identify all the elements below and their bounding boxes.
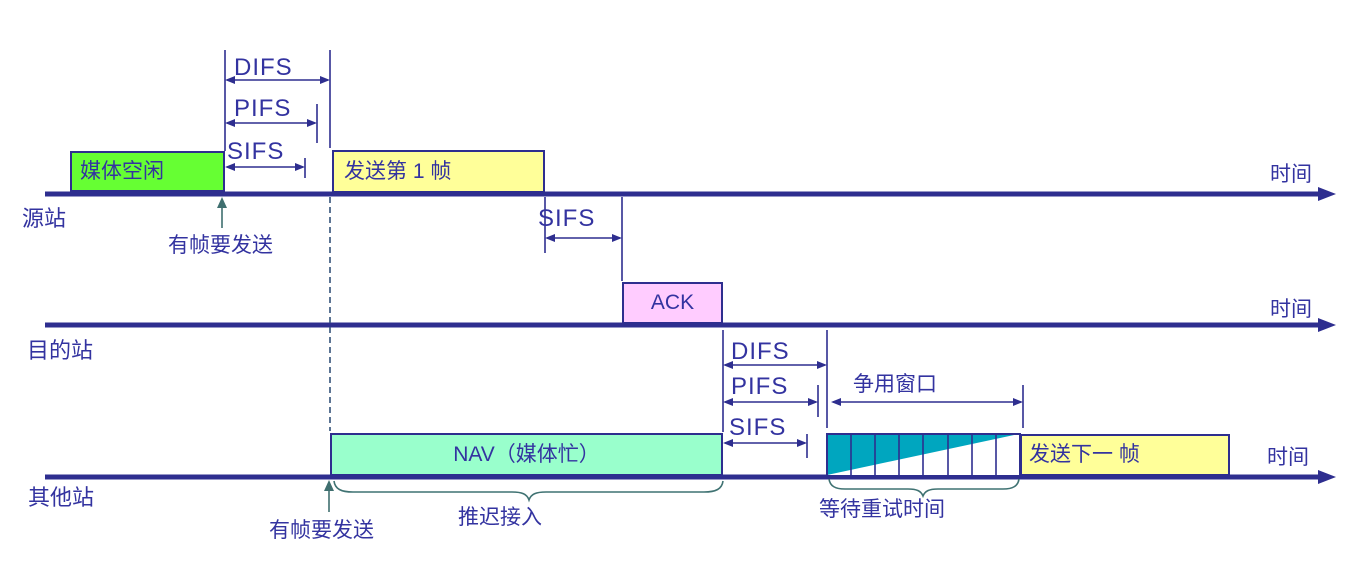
defer-access-brace [333, 480, 724, 503]
time-label-destination: 时间 [1270, 298, 1312, 321]
sifs-label-middle: SIFS [538, 205, 596, 232]
backoff-slots-box [826, 433, 1021, 477]
time-label-others: 时间 [1267, 446, 1309, 469]
station-label-destination: 目的站 [27, 338, 94, 363]
wait-retry-brace [828, 478, 1020, 499]
timeline-source-arrowhead [1318, 187, 1336, 201]
send-next-frame-box: 发送下一 帧 [1020, 434, 1230, 476]
sifs-arrow-bottom [723, 439, 807, 447]
pifs-label-bottom: PIFS [731, 373, 789, 400]
difs-label-top: DIFS [234, 54, 293, 81]
pifs-label-top: PIFS [234, 95, 292, 122]
medium-idle-box: 媒体空闲 [70, 151, 225, 192]
station-label-others: 其他站 [28, 485, 95, 510]
frame-ready-arrow-source [217, 197, 227, 228]
contention-window-arrow [831, 398, 1023, 406]
defer-access-label: 推迟接入 [458, 506, 542, 529]
station-label-source: 源站 [22, 206, 67, 231]
difs-arrow-top [225, 76, 330, 84]
sifs-arrow-middle [545, 234, 622, 242]
sifs-label-bottom: SIFS [729, 414, 787, 441]
pifs-arrow-top [225, 119, 317, 127]
frame-ready-label-source: 有帧要发送 [168, 234, 273, 257]
timeline-destination-arrowhead [1318, 318, 1336, 332]
difs-arrow-bottom [723, 361, 827, 369]
wait-retry-time-label: 等待重试时间 [819, 498, 945, 521]
sifs-arrow-top [225, 163, 305, 171]
frame-ready-label-others: 有帧要发送 [269, 519, 374, 542]
nav-busy-box: NAV（媒体忙） [330, 433, 723, 476]
time-label-source: 时间 [1270, 163, 1312, 186]
send-frame1-box: 发送第 1 帧 [332, 150, 545, 193]
frame-ready-arrow-others [324, 480, 334, 512]
sifs-label-top: SIFS [227, 138, 285, 165]
difs-label-bottom: DIFS [731, 338, 790, 365]
ack-box: ACK [622, 282, 723, 324]
timeline-others-arrowhead [1318, 470, 1336, 484]
contention-window-label: 争用窗口 [853, 373, 937, 396]
pifs-arrow-bottom [723, 398, 818, 406]
